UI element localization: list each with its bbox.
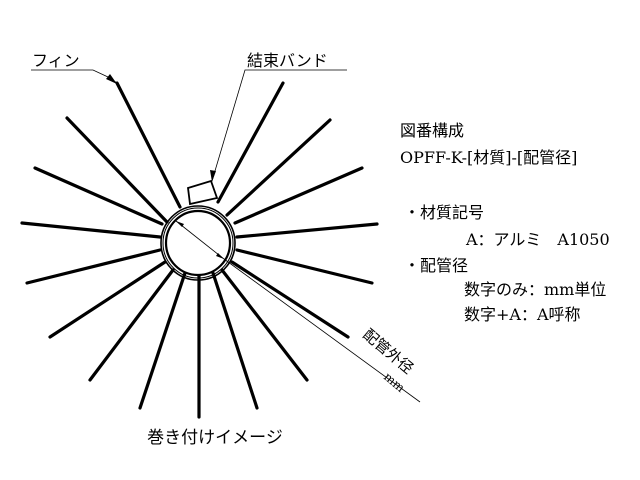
fin-label: フィン [32, 51, 80, 70]
diameter-extension-line [223, 258, 421, 403]
fin [115, 81, 182, 209]
pipe [164, 209, 232, 277]
fin [216, 81, 285, 204]
diameter-a-note: 数字+A：A呼称 [464, 305, 581, 324]
band-label: 結束バンド [247, 51, 328, 70]
diameter-dimension-line [175, 220, 225, 260]
image-caption: 巻き付けイメージ [147, 428, 283, 448]
fin [225, 118, 332, 217]
outer-diameter-label: 配管外径 [359, 325, 417, 377]
material-value: A：アルミ A1050 [466, 230, 610, 249]
fin [220, 268, 309, 382]
leader-arrow-icon [106, 74, 117, 84]
fin [88, 268, 175, 382]
band-leader-line [211, 69, 347, 182]
fins [20, 81, 379, 419]
band-ring-inner [162, 207, 234, 279]
fin [33, 166, 164, 226]
fin [233, 166, 364, 225]
band-ring-outer [160, 205, 236, 281]
leader-arrow-icon [210, 170, 216, 182]
fin [235, 222, 379, 239]
fin [20, 221, 162, 239]
fin [230, 260, 350, 339]
fin-leader-line [31, 69, 118, 84]
diameter-heading: ・配管径 [404, 256, 469, 275]
fin [65, 116, 169, 224]
band-buckle [187, 179, 219, 206]
fin [48, 260, 167, 339]
spec-title: 図番構成 [400, 121, 465, 140]
fin [138, 271, 187, 410]
diameter-mm-note: 数字のみ：mm単位 [464, 280, 607, 299]
fin [25, 248, 162, 285]
dimension-arrow-icon [216, 253, 224, 259]
material-heading: ・材質記号 [404, 203, 485, 222]
dimension-arrow-icon [176, 221, 184, 227]
fin [211, 271, 259, 410]
fin [235, 248, 374, 285]
spec-code: OPFF-K-[材質]-[配管径] [400, 148, 578, 167]
